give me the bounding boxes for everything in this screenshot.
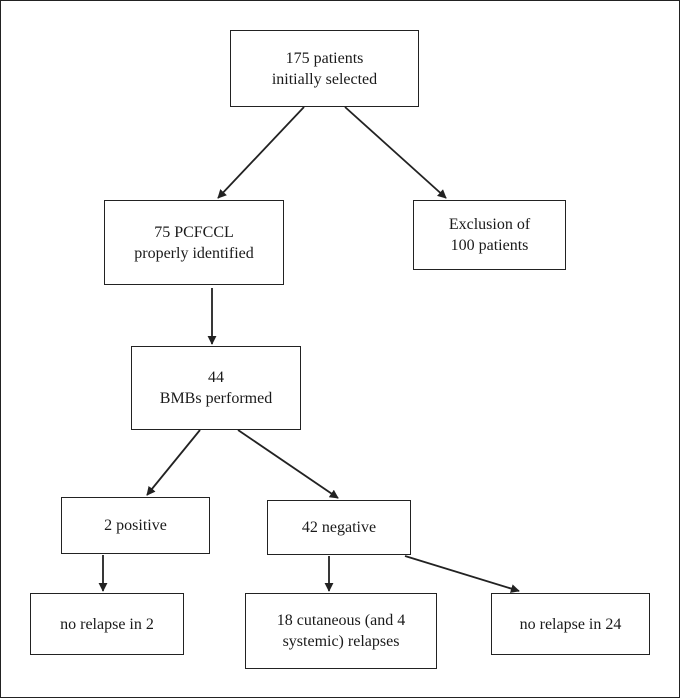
node-patients-selected: 175 patients initially selected xyxy=(230,30,419,107)
node-text-line: 18 cutaneous (and 4 xyxy=(276,612,406,629)
arrow-selected-to-exclusion xyxy=(344,106,447,199)
node-pcfccl-identified: 75 PCFCCL properly identified xyxy=(104,200,284,285)
node-text-line: initially selected xyxy=(271,70,378,88)
node-text-line: 44 xyxy=(208,369,224,386)
arrow-selected-to-identified xyxy=(217,106,305,199)
node-text-line: properly identified xyxy=(134,244,254,262)
node-text-line: 75 PCFCCL xyxy=(154,223,234,241)
node-text-line: 175 patients xyxy=(285,49,364,67)
arrow-bmbs-to-negative xyxy=(237,429,339,499)
arrow-negative-to-no-relapse-24 xyxy=(404,555,520,593)
node-text-line: BMBs performed xyxy=(159,390,273,407)
node-text-line: no relapse in 2 xyxy=(60,615,154,633)
node-exclusion: Exclusion of 100 patients xyxy=(413,200,566,270)
node-text-line: Exclusion of xyxy=(448,216,531,233)
node-text-line: 42 negative xyxy=(301,519,377,536)
node-text-line: systemic) relapses xyxy=(282,633,400,650)
node-positive: 2 positive xyxy=(61,497,210,554)
node-no-relapse-24: no relapse in 24 xyxy=(491,593,650,655)
node-relapses: 18 cutaneous (and 4 systemic) relapses xyxy=(245,593,437,669)
node-text-line: 100 patients xyxy=(450,237,529,254)
node-text-line: no relapse in 24 xyxy=(519,615,622,633)
node-text-line: 2 positive xyxy=(104,517,167,534)
node-no-relapse-2: no relapse in 2 xyxy=(30,593,184,655)
node-negative: 42 negative xyxy=(267,500,411,555)
arrow-bmbs-to-positive xyxy=(146,429,201,496)
